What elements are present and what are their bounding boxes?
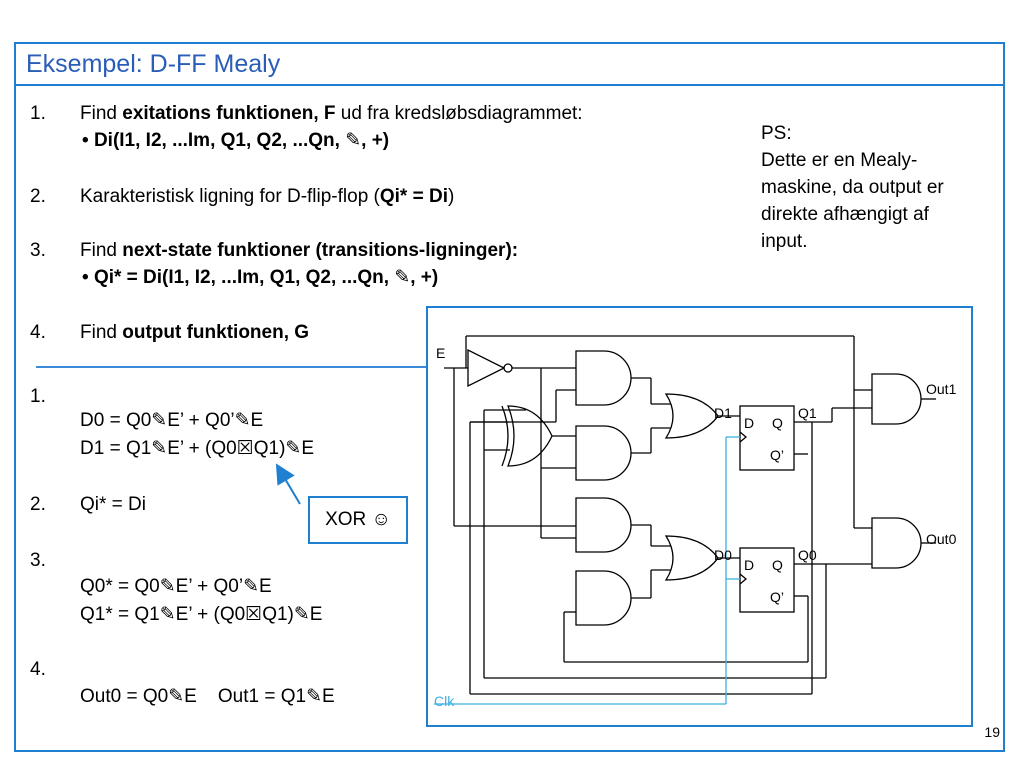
- or-gate: [664, 535, 719, 581]
- or-gate: [664, 393, 719, 439]
- step-1-bullet: • Di(I1, I2, ...Im, Q1, Q2, ...Qn, ✎, +): [82, 130, 390, 151]
- ps-line: input.: [761, 231, 808, 252]
- circuit-diagram: E D1 Q1 D Q Q’ D0 Q0 D Q Q’ Out1 Out0 Cl…: [426, 306, 973, 727]
- clock-triangle: [739, 573, 748, 585]
- and-gate-out0: [871, 517, 922, 569]
- ps-line: direkte afhængigt af: [761, 204, 929, 225]
- equation-d0: D0 = Q0✎E’ + Q0’✎E: [80, 410, 264, 431]
- and-gate: [575, 425, 632, 481]
- title-bar: [14, 42, 1005, 86]
- clock-line: [434, 436, 740, 705]
- diagram-frame: [426, 306, 973, 727]
- clock-triangle: [739, 431, 748, 443]
- d-flip-flop-1: [739, 405, 795, 471]
- and-gate: [575, 570, 632, 626]
- step-1-text: Find exitations funktionen, F ud fra kre…: [80, 103, 583, 124]
- xor-gate-back: [501, 405, 509, 467]
- equation-qi: Qi* = Di: [80, 494, 146, 515]
- step-3-bullet: • Qi* = Di(I1, I2, ...Im, Q1, Q2, ...Qn,…: [82, 267, 439, 288]
- label-q1: Q1: [798, 405, 817, 421]
- ps-line: maskine, da output er: [761, 177, 944, 198]
- ff1-d-pin: D: [744, 415, 754, 431]
- xor-gate: [507, 405, 553, 467]
- step-3-number: 3.: [30, 240, 46, 261]
- answer-3-number: 3.: [30, 550, 46, 571]
- answer-4-number: 4.: [30, 659, 46, 680]
- step-2-number: 2.: [30, 186, 46, 207]
- ff1-q-pin: Q: [772, 415, 783, 431]
- step-2-text: Karakteristisk ligning for D-flip-flop (…: [80, 186, 455, 207]
- label-out0: Out0: [926, 531, 957, 547]
- label-out1: Out1: [926, 381, 957, 397]
- step-3-text: Find next-state funktioner (transitions-…: [80, 240, 519, 261]
- xor-callout: XOR ☺: [308, 496, 408, 544]
- callout-arrow: [275, 463, 301, 505]
- and-gate: [575, 350, 632, 406]
- step-1-number: 1.: [30, 103, 46, 124]
- label-q0: Q0: [798, 547, 817, 563]
- ps-line: Dette er en Mealy-: [761, 150, 918, 171]
- ff0-q-pin: Q: [772, 557, 783, 573]
- label-clk: Clk: [434, 693, 455, 709]
- equation-q1-next: Q1* = Q1✎E’ + (Q0☒Q1)✎E: [80, 604, 323, 625]
- ff1-qbar-pin: Q’: [770, 447, 784, 463]
- label-e: E: [436, 345, 445, 361]
- inverter-gate: [467, 348, 506, 388]
- equation-d1: D1 = Q1✎E’ + (Q0☒Q1)✎E: [80, 438, 315, 459]
- ff0-d-pin: D: [744, 557, 754, 573]
- step-4-text: Find output funktionen, G: [80, 322, 310, 343]
- and-gate: [575, 497, 632, 553]
- equation-outputs: Out0 = Q0✎E Out1 = Q1✎E: [80, 686, 335, 707]
- equation-q0-next: Q0* = Q0✎E’ + Q0’✎E: [80, 576, 272, 597]
- ps-note: PS: Dette er en Mealy- maskine, da outpu…: [761, 120, 1001, 255]
- ff0-qbar-pin: Q’: [770, 589, 784, 605]
- step-4-number: 4.: [30, 322, 46, 343]
- section-divider: [36, 366, 426, 368]
- d-flip-flop-0: [739, 547, 795, 613]
- inverter-bubble: [503, 363, 513, 373]
- page-number: 19: [984, 724, 1000, 740]
- answer-2-number: 2.: [30, 494, 46, 515]
- ps-head: PS:: [761, 123, 792, 144]
- label-d1: D1: [714, 405, 732, 421]
- label-d0: D0: [714, 547, 732, 563]
- and-gate-out1: [871, 373, 922, 425]
- answer-1-number: 1.: [30, 386, 46, 407]
- slide-title: Eksempel: D-FF Mealy: [26, 50, 281, 78]
